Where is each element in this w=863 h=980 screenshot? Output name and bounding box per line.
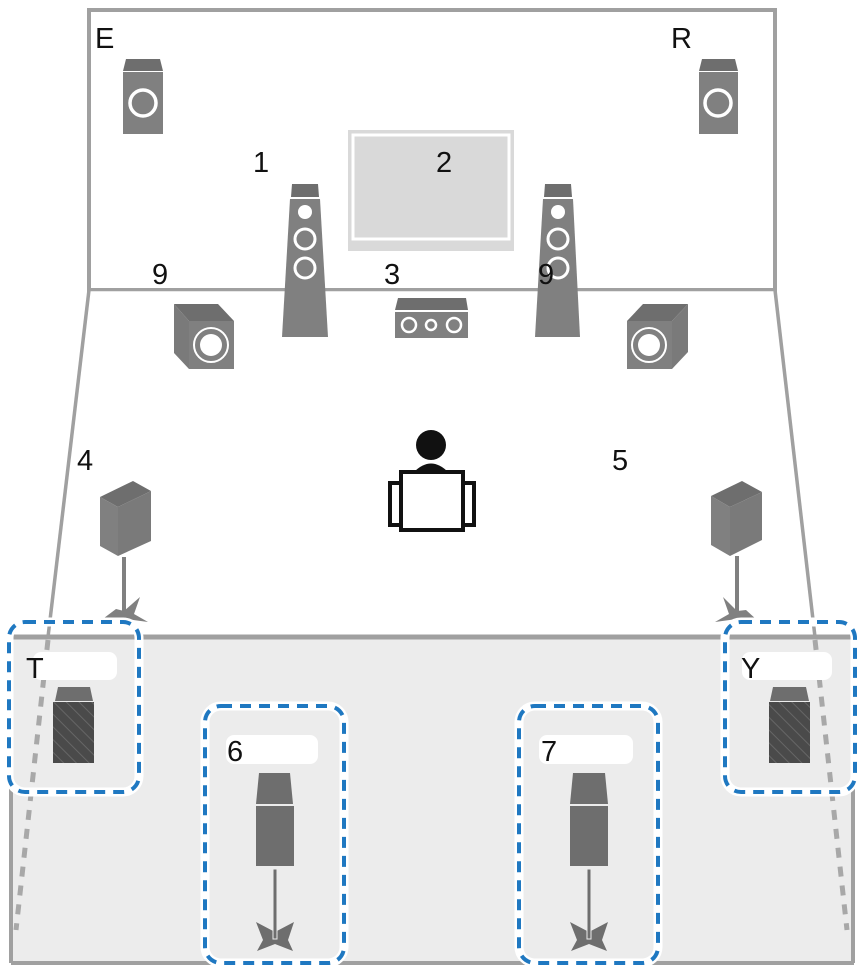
label-front-presence-right: R	[671, 23, 692, 55]
speaker-surround-left: 4	[77, 445, 151, 622]
label-surround-right: 5	[612, 445, 628, 477]
label-surround-left: 4	[77, 445, 93, 477]
label-surround-back-left: 6	[227, 736, 243, 768]
speaker-surround-back-right: 7	[514, 701, 663, 968]
speaker-subwoofer-left: 9	[152, 259, 234, 369]
label-box-surround-back-right	[539, 735, 633, 764]
label-surround-back-right: 7	[541, 736, 557, 768]
label-front-presence-left: E	[95, 23, 114, 55]
speaker-subwoofer-right: 9	[538, 259, 688, 369]
speaker-front-presence-left: E	[95, 23, 163, 134]
speaker-front-presence-right: R	[671, 23, 738, 134]
rear-zone	[11, 637, 854, 963]
label-rear-presence-left: T	[26, 653, 44, 685]
label-front-left: 1	[253, 147, 269, 179]
label-rear-presence-right: Y	[741, 653, 760, 685]
speaker-surround-back-left: 6	[200, 701, 349, 968]
label-center: 3	[384, 259, 400, 291]
listener-chair	[399, 470, 465, 532]
label-box-surround-back-left	[226, 735, 318, 764]
speaker-front-left: 1	[253, 147, 328, 337]
label-box-rear-presence-left	[33, 652, 117, 680]
speaker-rear-presence-right: Y	[720, 617, 860, 797]
left-wall-edge	[46, 289, 91, 638]
label-subwoofer-right: 9	[538, 259, 554, 291]
speaker-surround-right: 5	[612, 445, 762, 622]
listener-head	[416, 430, 446, 460]
right-wall-edge	[773, 289, 817, 638]
speaker-front-right	[535, 184, 580, 337]
listener	[388, 430, 476, 532]
speaker-rear-presence-left: T	[4, 617, 144, 797]
speaker-center: 3	[384, 259, 468, 338]
label-tv: 2	[436, 147, 452, 179]
highlight-box-rear-presence-right	[723, 620, 857, 794]
room-floor	[48, 290, 815, 637]
label-subwoofer-left: 9	[152, 259, 168, 291]
label-box-rear-presence-right	[742, 652, 832, 680]
tv: 2	[348, 130, 514, 251]
